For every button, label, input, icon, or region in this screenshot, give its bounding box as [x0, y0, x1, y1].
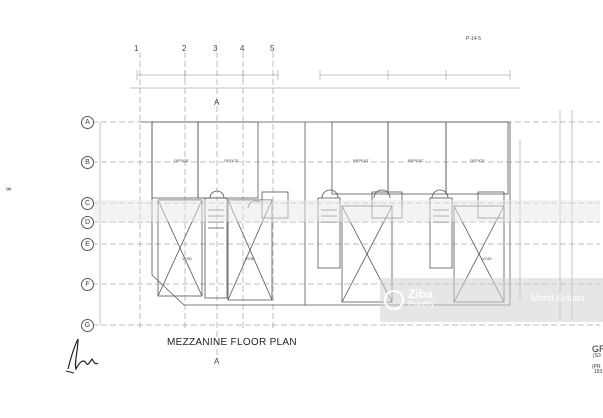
- grid-row-g: G: [81, 319, 94, 332]
- grid-column-3: 3: [213, 44, 218, 53]
- stair-block-2: [317, 197, 341, 269]
- stair-block-3: [429, 197, 453, 269]
- side-title: GRI: [592, 344, 603, 354]
- grid-row-d: D: [81, 216, 94, 229]
- watermark-agent: Mohd Sofuan: [531, 293, 585, 303]
- grid-column-1: 1: [134, 44, 139, 53]
- room-label-repeat-1: REPEAT: [353, 158, 369, 163]
- top-note: P-14-5: [466, 36, 482, 42]
- grid-row-b: B: [81, 156, 94, 169]
- room-label-office-3: OFFICE: [470, 158, 485, 163]
- signature-icon: [65, 338, 99, 374]
- grid-row-c: C: [81, 197, 94, 210]
- room-label-void-1: VOID: [182, 256, 192, 261]
- section-marker-bottom: A: [214, 357, 220, 366]
- room-label-office-2: OFFICE: [224, 158, 239, 163]
- room-label-repeat-2: REPEAT: [408, 158, 424, 163]
- room-label-office-1: OFFICE: [174, 158, 189, 163]
- section-marker-top: A: [214, 98, 220, 107]
- grid-column-5: 5: [270, 44, 275, 53]
- room-label-void-2: VOID: [245, 256, 255, 261]
- watermark-logo-icon: [384, 290, 404, 310]
- grid-column-4: 4: [240, 44, 245, 53]
- drawing-title: MEZZANINE FLOOR PLAN: [167, 337, 297, 348]
- watermark-brand: Ziba: [408, 287, 433, 301]
- office-room-3: [445, 121, 509, 195]
- stair-block-1: [204, 197, 228, 299]
- watermark-band: [380, 278, 603, 322]
- grid-row-a: A: [81, 116, 94, 129]
- side-note-1: (S3: [593, 353, 601, 359]
- side-note-2: (PR: [592, 364, 601, 370]
- page-marker: 8: [4, 187, 11, 191]
- side-note-3: 153: [594, 369, 603, 375]
- grid-row-e: E: [81, 238, 94, 251]
- grid-row-f: F: [81, 278, 94, 291]
- grid-column-2: 2: [182, 44, 187, 53]
- watermark-sub: Property: [408, 301, 435, 308]
- room-label-void-3: VOID: [482, 256, 492, 261]
